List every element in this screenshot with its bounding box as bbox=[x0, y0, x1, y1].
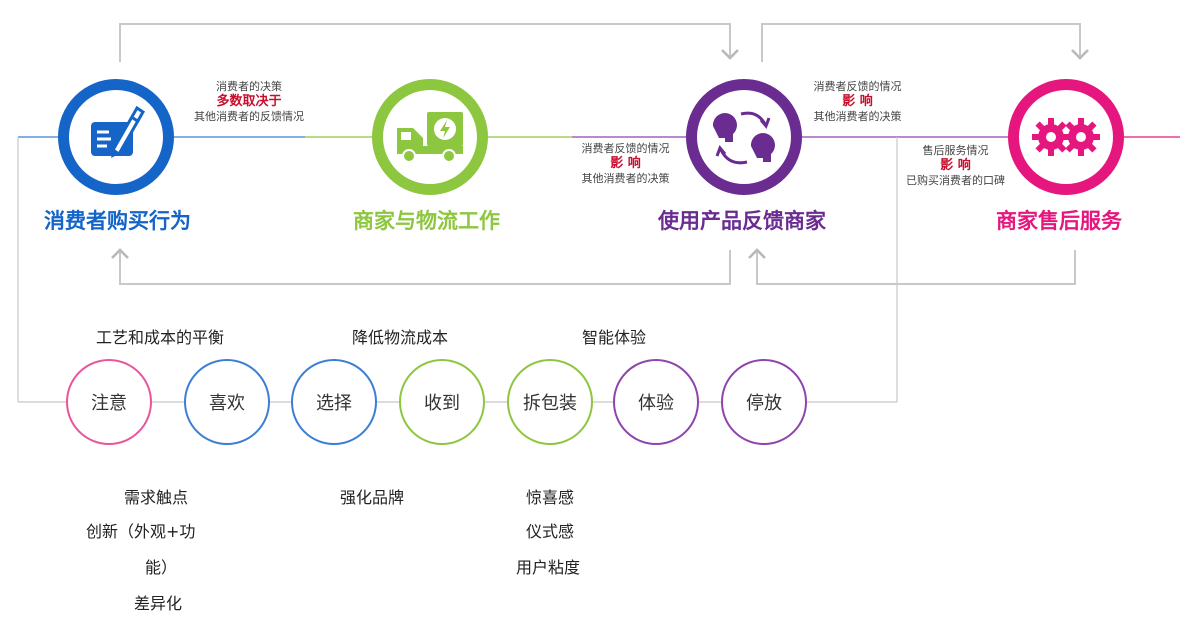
stage-circle-logistics bbox=[372, 79, 488, 195]
step-unbox: 拆包装 bbox=[507, 359, 593, 445]
bottom-loop-left bbox=[111, 248, 731, 285]
label-demand-touchpoint: 需求触点 bbox=[124, 488, 189, 507]
signature-pen-icon bbox=[91, 105, 145, 158]
label-innovation-2: 能） bbox=[145, 558, 178, 577]
label-reduce-logistics-cost: 降低物流成本 bbox=[352, 328, 449, 347]
note-purchase-decision: 消费者的决策 多数取决于 其他消费者的反馈情况 bbox=[194, 80, 304, 123]
delivery-truck-icon bbox=[397, 112, 463, 163]
step-experience: 体验 bbox=[613, 359, 699, 445]
step-like: 喜欢 bbox=[184, 359, 270, 445]
top-loop-right bbox=[761, 23, 1089, 62]
step-park: 停放 bbox=[721, 359, 807, 445]
top-loop-left bbox=[119, 23, 739, 62]
label-surprise: 惊喜感 bbox=[526, 488, 575, 507]
label-innovation-1: 创新（外观+功 bbox=[86, 522, 196, 541]
stage-title-aftersales: 商家售后服务 bbox=[996, 209, 1122, 233]
note-feedback-left: 消费者反馈的情况 影 响 其他消费者的决策 bbox=[581, 142, 670, 185]
note-aftersales: 售后服务情况 影 响 已购买消费者的口碑 bbox=[906, 144, 1005, 187]
label-strengthen-brand: 强化品牌 bbox=[340, 488, 405, 507]
step-choose: 选择 bbox=[291, 359, 377, 445]
note-feedback-right: 消费者反馈的情况 影 响 其他消费者的决策 bbox=[813, 80, 902, 123]
gears-icon bbox=[1032, 118, 1100, 156]
stage-title-purchase: 消费者购买行为 bbox=[44, 209, 191, 233]
feedback-heads-icon bbox=[712, 111, 775, 165]
stage-circle-aftersales bbox=[1008, 79, 1124, 195]
step-attention: 注意 bbox=[66, 359, 152, 445]
stage-title-logistics: 商家与物流工作 bbox=[353, 209, 500, 233]
stage-circle-feedback bbox=[686, 79, 802, 195]
step-receive: 收到 bbox=[399, 359, 485, 445]
label-differentiation: 差异化 bbox=[134, 594, 183, 613]
stage-title-feedback: 使用产品反馈商家 bbox=[658, 209, 826, 233]
label-user-stickiness: 用户粘度 bbox=[516, 558, 581, 577]
label-smart-experience: 智能体验 bbox=[582, 328, 647, 347]
label-craft-cost-balance: 工艺和成本的平衡 bbox=[96, 328, 225, 347]
stage-circle-purchase bbox=[58, 79, 174, 195]
label-ritual: 仪式感 bbox=[526, 522, 575, 541]
bottom-loop-right bbox=[748, 248, 1076, 285]
